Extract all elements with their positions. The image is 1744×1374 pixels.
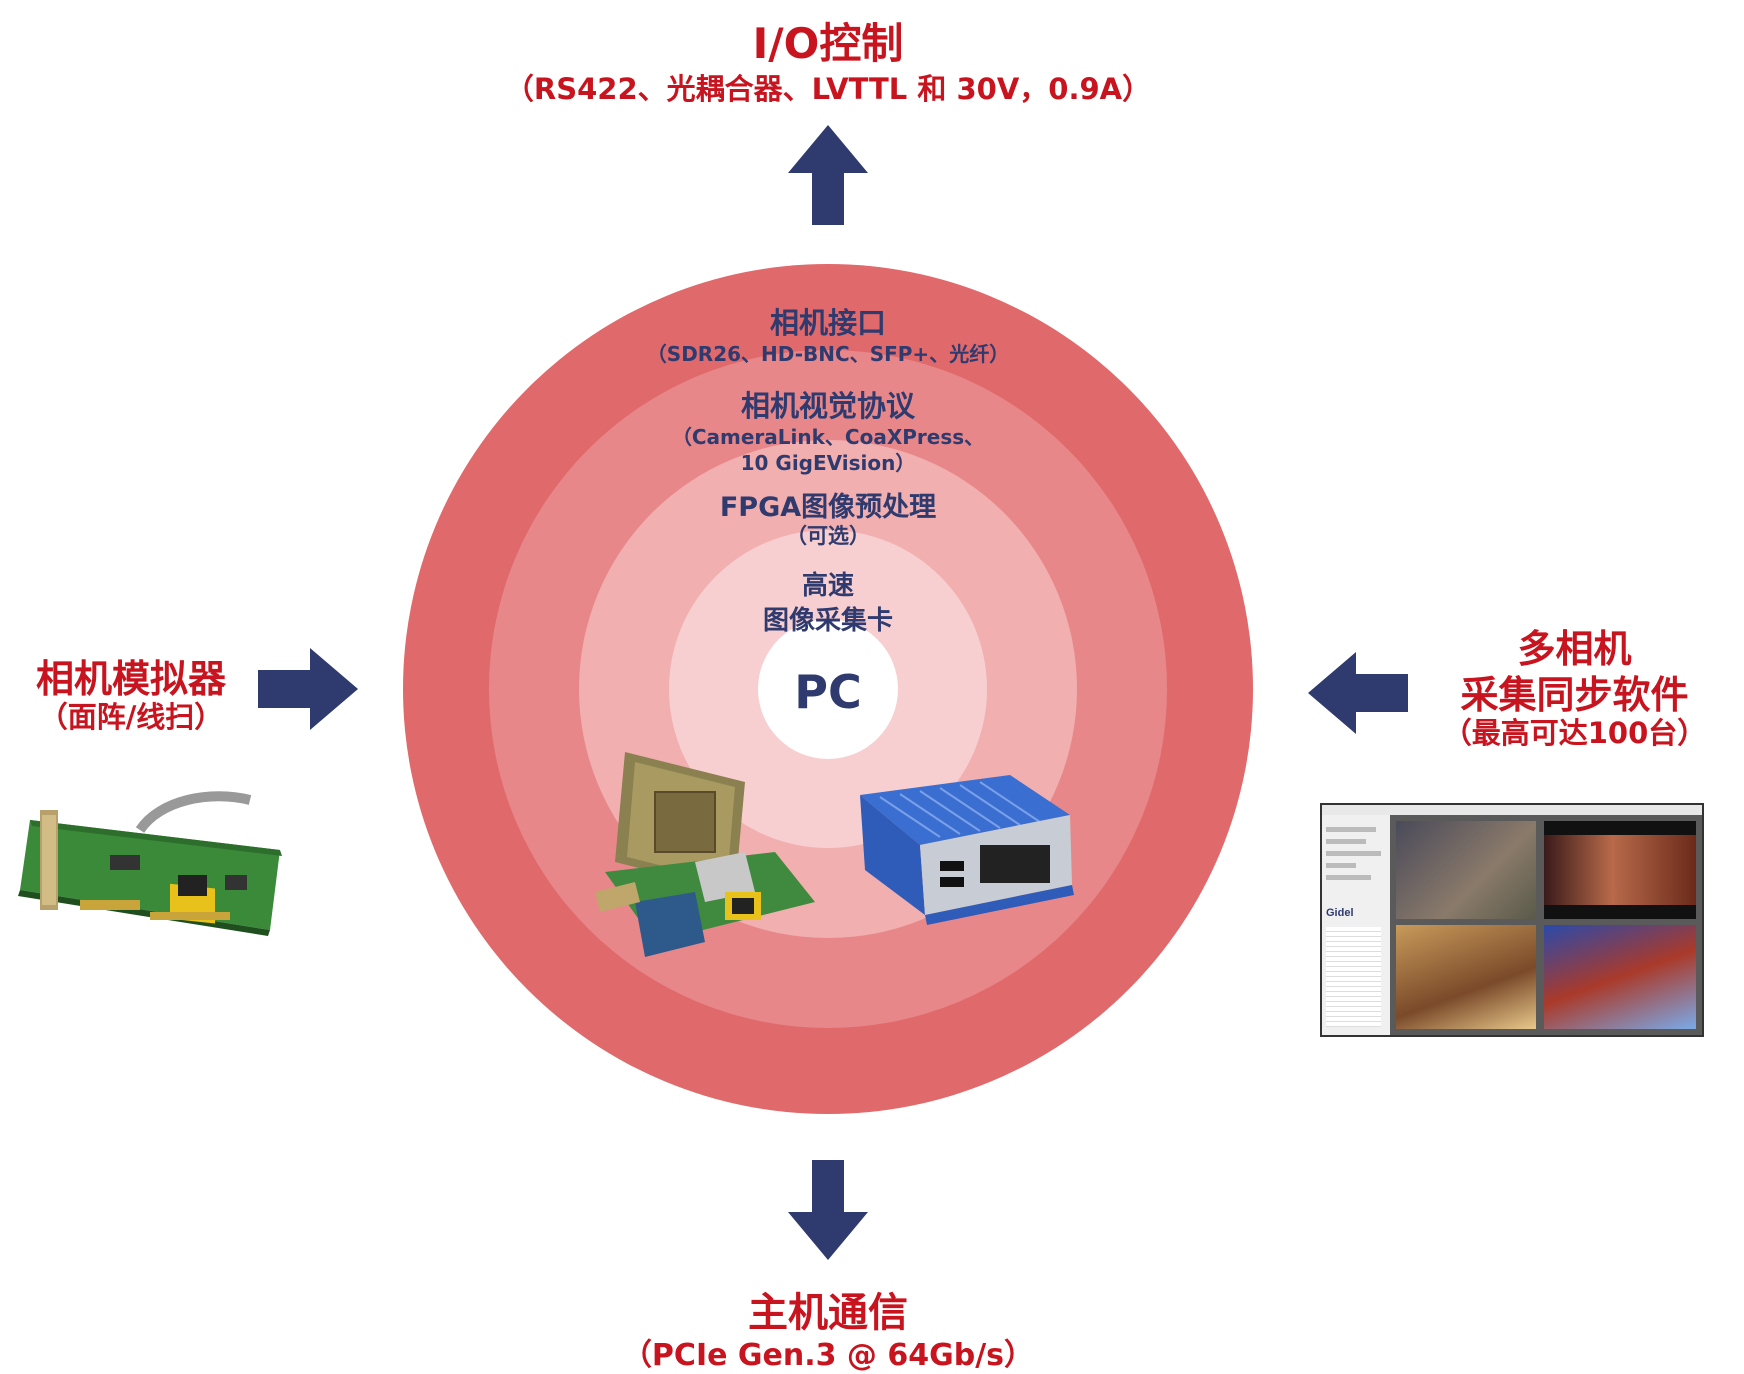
multi-camera-line2: 采集同步软件	[1460, 673, 1689, 717]
arrow-left-icon	[1308, 652, 1408, 734]
ring2-title: 相机视觉协议	[740, 389, 915, 423]
ring2-subtitle-line2: 10 GigEVision）	[740, 451, 916, 475]
camera-simulator-subtitle: （面阵/线扫）	[38, 700, 224, 734]
ring-pc-core	[758, 619, 898, 759]
frame-grabber-card-image	[595, 752, 815, 957]
video-feed-4	[1544, 925, 1696, 1029]
arrow-up-icon	[788, 125, 868, 225]
host-comm-subtitle: （PCIe Gen.3 @ 64Gb/s）	[621, 1338, 1035, 1373]
io-control-subtitle: （RS422、光耦合器、LVTTL 和 30V，0.9A）	[504, 72, 1152, 106]
camera-simulator-card-image	[18, 791, 282, 936]
ring1-title: 相机接口	[769, 306, 886, 340]
video-feed-3	[1396, 925, 1536, 1029]
embedded-box-pc-image	[860, 775, 1074, 925]
multi-camera-line3: （最高可达100台）	[1442, 716, 1707, 750]
io-control-title: I/O控制	[752, 19, 904, 68]
multi-camera-line1: 多相机	[1517, 627, 1632, 671]
software-side-panel: Gidel	[1322, 815, 1390, 1035]
software-screenshot: Gidel	[1320, 803, 1704, 1037]
pc-core-label: PC	[794, 665, 862, 719]
host-comm-title: 主机通信	[748, 1290, 908, 1336]
software-log-list	[1326, 927, 1381, 1027]
gidel-logo: Gidel	[1326, 907, 1354, 919]
ring2-subtitle-line1: （CameraLink、CoaXPress、	[671, 425, 985, 449]
ring3-subtitle: （可选）	[786, 524, 870, 548]
ring4-line1: 高速	[801, 571, 854, 601]
camera-simulator-title: 相机模拟器	[35, 657, 226, 701]
ring1-subtitle: （SDR26、HD-BNC、SFP+、光纤）	[646, 342, 1010, 366]
video-feed-1	[1396, 821, 1536, 919]
arrow-right-icon	[258, 648, 358, 730]
window-titlebar	[1322, 805, 1702, 815]
video-feed-2	[1544, 821, 1696, 919]
ring3-title: FPGA图像预处理	[719, 492, 937, 523]
ring4-line2: 图像采集卡	[762, 606, 893, 636]
arrow-down-icon	[788, 1160, 868, 1260]
